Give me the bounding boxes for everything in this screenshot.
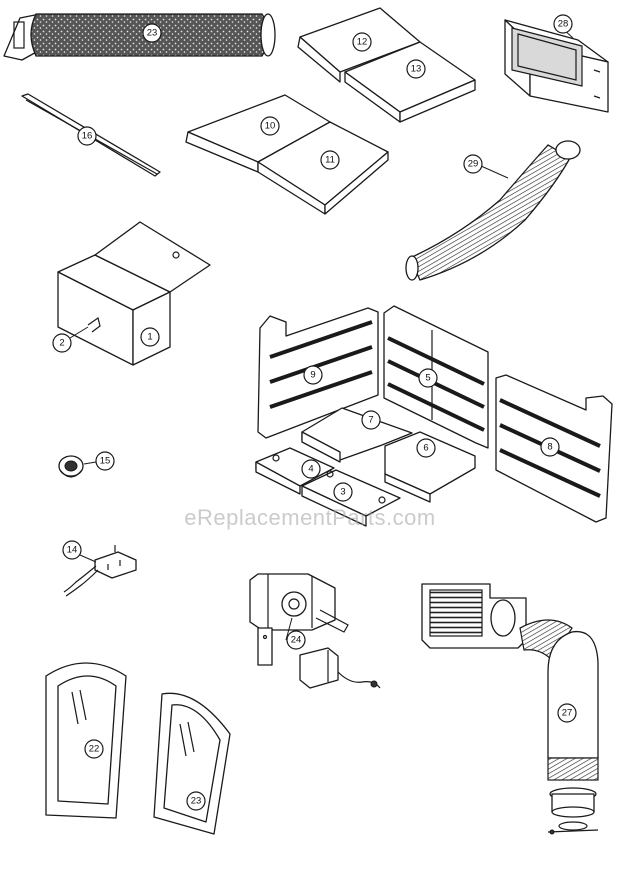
callout-24: 24 (286, 630, 306, 650)
glass-door-part-22 (45, 662, 127, 819)
grommet-part-15 (58, 455, 84, 478)
callout-11: 11 (320, 150, 340, 170)
flex-duct-part-29 (405, 140, 581, 281)
svg-text:15: 15 (100, 456, 111, 467)
panel-part-13 (344, 41, 476, 123)
callout-15: 15 (95, 451, 115, 471)
svg-text:3: 3 (340, 487, 345, 498)
clip-part-2 (87, 317, 101, 333)
vent-duct-part-27 (421, 583, 599, 835)
svg-text:23: 23 (147, 28, 158, 39)
svg-text:5: 5 (425, 373, 430, 384)
callout-12: 12 (352, 32, 372, 52)
svg-text:23: 23 (191, 796, 202, 807)
callout-23-hose: 23 (142, 23, 162, 43)
svg-text:10: 10 (265, 121, 276, 132)
callout-28: 28 (553, 14, 573, 34)
switch-assembly-part-14 (63, 545, 137, 597)
svg-text:8: 8 (547, 442, 552, 453)
callout-1: 1 (140, 327, 160, 347)
svg-text:28: 28 (558, 19, 569, 30)
callout-8: 8 (540, 437, 560, 457)
callout-13: 13 (406, 59, 426, 79)
callout-4: 4 (301, 459, 321, 479)
callout-10: 10 (260, 116, 280, 136)
svg-text:16: 16 (82, 131, 93, 142)
svg-text:24: 24 (291, 635, 302, 646)
glass-door-part-23 (153, 692, 231, 835)
callout-7: 7 (361, 410, 381, 430)
blower-assembly-part-24 (249, 573, 381, 689)
svg-text:11: 11 (325, 155, 335, 166)
callout-9: 9 (303, 365, 323, 385)
callout-27: 27 (557, 703, 577, 723)
svg-text:9: 9 (310, 370, 315, 381)
callout-3: 3 (333, 482, 353, 502)
svg-text:29: 29 (468, 159, 479, 170)
svg-text:22: 22 (89, 744, 100, 755)
callout-22: 22 (84, 739, 104, 759)
svg-text:7: 7 (368, 415, 373, 426)
callout-16: 16 (77, 126, 97, 146)
callout-6: 6 (416, 438, 436, 458)
svg-text:2: 2 (59, 338, 64, 349)
svg-text:14: 14 (67, 545, 78, 556)
callout-14: 14 (62, 540, 82, 560)
svg-text:1: 1 (147, 332, 152, 343)
callout-23-door: 23 (186, 791, 206, 811)
vent-hose-part-23 (3, 13, 276, 61)
box-part-1 (57, 221, 211, 366)
base-piece-part-6 (384, 431, 476, 503)
svg-text:27: 27 (562, 708, 573, 719)
base-piece-part-7 (301, 407, 413, 463)
firebox-housing-part-28 (504, 19, 609, 113)
svg-text:13: 13 (411, 64, 422, 75)
svg-text:6: 6 (423, 443, 428, 454)
svg-text:12: 12 (357, 37, 368, 48)
callout-2: 2 (52, 333, 72, 353)
svg-text:4: 4 (308, 464, 313, 475)
callout-5: 5 (418, 368, 438, 388)
callout-29: 29 (463, 154, 483, 174)
